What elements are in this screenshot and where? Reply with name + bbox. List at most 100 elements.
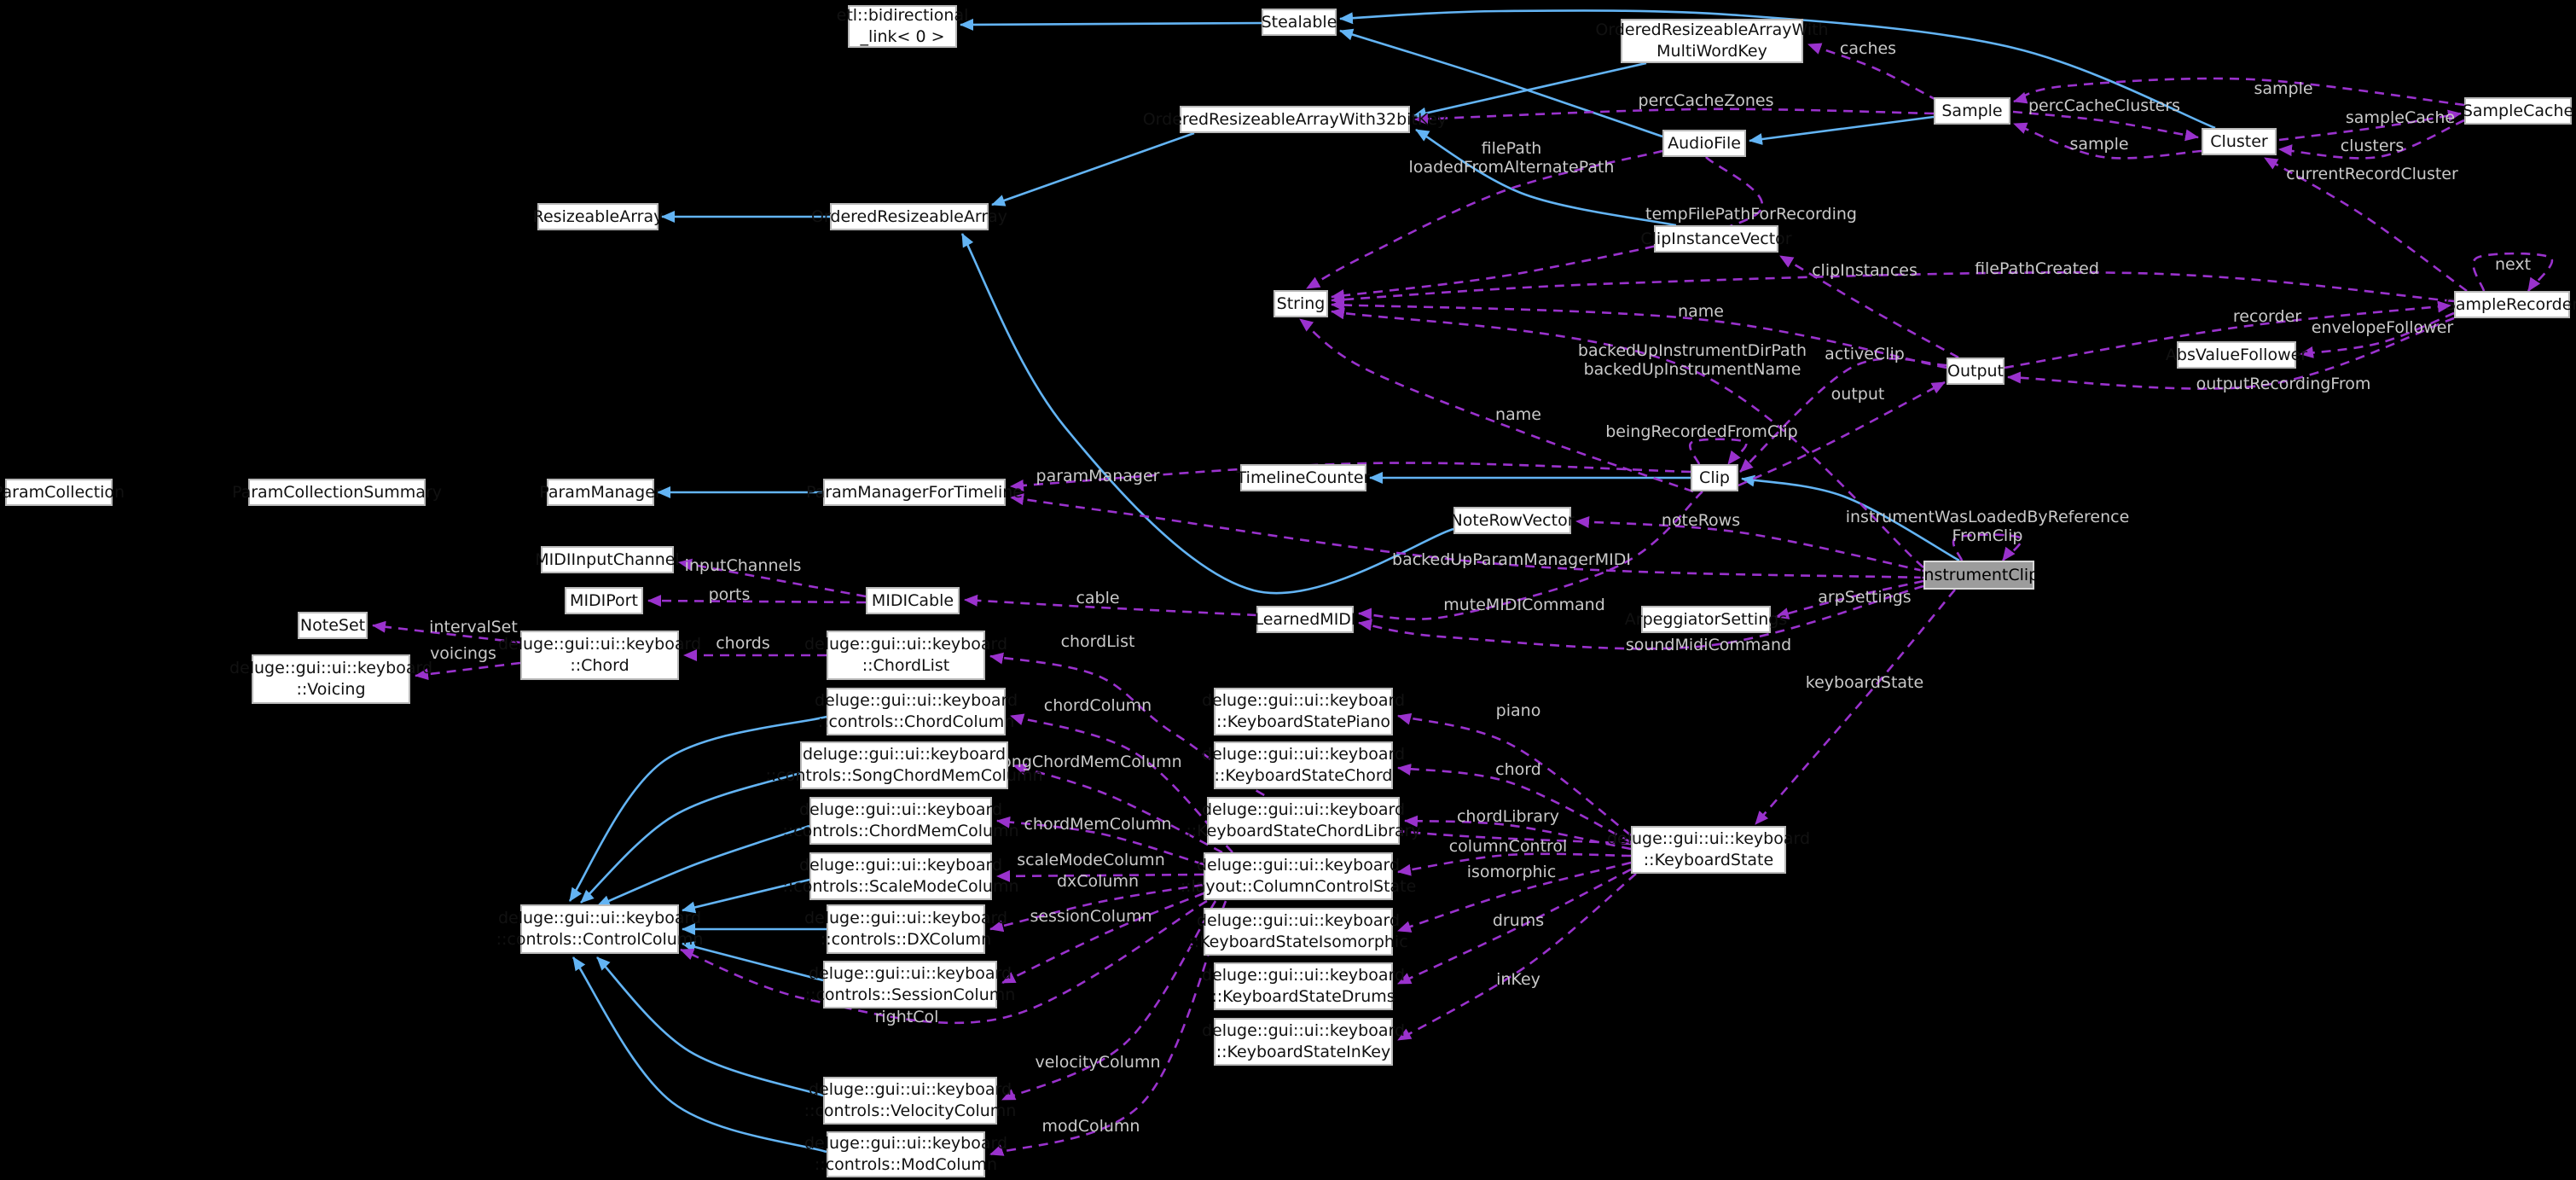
node-output[interactable]: Output [1947, 357, 2005, 385]
usage-edge-leftCol [680, 899, 1208, 1025]
node-resizeablearray[interactable]: ResizeableArray [533, 203, 663, 230]
usage-edge-cable [964, 594, 1257, 617]
node-samplerecorder[interactable]: SampleRecorder [2445, 291, 2576, 318]
node-ksdrums[interactable]: deluge::gui::ui::keyboard ::KeyboardStat… [1202, 962, 1405, 1010]
node-clipinstancevector[interactable]: ClipInstanceVector [1640, 225, 1792, 253]
usage-edge-activeClip [1739, 357, 1947, 473]
node-chordmemcolumn[interactable]: deluge::gui::ui::keyboard ::controls::Ch… [782, 797, 1019, 845]
usage-edge-percCacheZones [1414, 108, 1935, 125]
node-midicable[interactable]: MIDICable [866, 587, 960, 614]
node-chordcolumn[interactable]: deluge::gui::ui::keyboard ::controls::Ch… [815, 688, 1018, 735]
node-string[interactable]: String [1273, 290, 1328, 317]
node-paramcollectionsummary[interactable]: ParamCollectionSummary [232, 479, 442, 506]
edge-label-arpSettings: arpSettings [1818, 588, 1911, 607]
edge-label-currentRecordCluster: currentRecordCluster [2286, 165, 2458, 183]
edge-label-ports: ports [709, 585, 751, 604]
node-noteset[interactable]: NoteSet [298, 612, 368, 639]
node-timelinecounter[interactable]: TimelineCounter [1237, 464, 1370, 491]
node-paramcollection[interactable]: ParamCollection [0, 479, 125, 506]
node-parammanager[interactable]: ParamManager [539, 479, 662, 506]
edge-label-activeClip: activeClip [1825, 345, 1905, 363]
usage-edge-tempFilePathForRecording [1331, 156, 1764, 302]
node-keyboardstate[interactable]: deluge::gui::ui::keyboard ::KeyboardStat… [1607, 826, 1810, 874]
edge-label-chords: chords [716, 634, 770, 653]
usage-edge-outputRecordingFrom [2007, 317, 2455, 390]
inheritance-edge-chordmem-controlcolumn [596, 824, 810, 908]
edge-label-sampleCache: sampleCache [2346, 108, 2455, 127]
usage-edge-voicings [415, 661, 521, 681]
node-cluster[interactable]: Cluster [2202, 128, 2277, 155]
edge-label-scaleModeColumn: scaleModeColumn [1017, 851, 1165, 869]
usage-edge-backedUpParamManagerMIDI [1010, 493, 1924, 579]
edge-label-sample-top: sample [2254, 79, 2312, 98]
usage-edge-ports [647, 595, 867, 607]
node-kspiano[interactable]: deluge::gui::ui::keyboard ::KeyboardStat… [1202, 688, 1405, 735]
node-chord[interactable]: deluge::gui::ui::keyboard ::Chord [498, 631, 701, 680]
edge-label-chordLibrary: chordLibrary [1457, 807, 1559, 826]
node-columncontrolstate[interactable]: deluge::gui::ui::keyboard ::layout::Colu… [1181, 852, 1416, 900]
node-samplecache[interactable]: SampleCache [2463, 97, 2573, 125]
node-songchordmemcolumn[interactable]: deluge::gui::ui::keyboard ::controls::So… [766, 741, 1043, 789]
usage-edge-piano [1397, 712, 1632, 837]
edge-label-noteRows: noteRows [1662, 511, 1740, 530]
edge-label-soundMidiCommand: soundMidiCommand [1626, 636, 1791, 654]
node-clip[interactable]: Clip [1691, 464, 1738, 491]
edge-label-sessionColumn: sessionColumn [1030, 907, 1152, 926]
usage-edge-sampleCache [2278, 109, 2462, 142]
node-chordlist[interactable]: deluge::gui::ui::keyboard ::ChordList [804, 631, 1007, 680]
usage-edge-filePathCreated [1331, 270, 2455, 306]
node-kschord[interactable]: deluge::gui::ui::keyboard ::KeyboardStat… [1202, 741, 1405, 789]
usage-edge-intervalSet [372, 620, 521, 644]
usage-edge-output-member [1738, 381, 1946, 487]
node-parammanagerfortimeline[interactable]: ParamManagerForTimeline [806, 479, 1023, 506]
edge-label-tempFilePathForRecording: tempFilePathForRecording [1645, 205, 1857, 224]
node-noterowvector[interactable]: NoteRowVector [1450, 507, 1575, 534]
node-modcolumn[interactable]: deluge::gui::ui::keyboard ::controls::Mo… [804, 1131, 1007, 1177]
node-orderedresizeablearray[interactable]: OrderedResizeableArray [811, 203, 1007, 230]
inheritance-edge-scalemode-controlcolumn [682, 878, 810, 914]
usage-edge-backedUpInstrument [1331, 307, 1924, 568]
inheritance-edge-multiword-with32bit [1413, 61, 1647, 119]
node-midiinputchannel[interactable]: MIDIInputChannel [535, 546, 680, 573]
usage-edge-sample-top [2013, 77, 2465, 107]
node-stealable[interactable]: Stealable [1262, 9, 1337, 36]
node-midiport[interactable]: MIDIPort [565, 587, 643, 614]
usage-edge-caches [1807, 43, 1939, 102]
edge-label-filePathCreated: filePathCreated [1975, 259, 2099, 278]
usage-edge-chordLibrary [1404, 815, 1632, 851]
usage-edge-isomorphic [1397, 861, 1632, 933]
node-multiword[interactable]: OrderedResizeableArrayWith MultiWordKey [1595, 19, 1829, 63]
usage-edge-instrumentWasLoaded [1952, 533, 2023, 561]
edge-label-name-clip: name [1495, 405, 1541, 424]
node-kschordlibrary[interactable]: deluge::gui::ui::keyboard ::KeyboardStat… [1186, 797, 1421, 845]
edge-label-sample-mid: sample [2069, 135, 2128, 154]
usage-edge-scaleModeColumn [996, 869, 1204, 882]
inheritance-edge-songchordmem-controlcolumn [580, 771, 801, 904]
node-sample[interactable]: Sample [1934, 97, 2010, 125]
node-dxcolumn[interactable]: deluge::gui::ui::keyboard ::controls::DX… [804, 904, 1007, 954]
usage-edge-velocityColumn [1001, 900, 1217, 1102]
node-ksinkey[interactable]: deluge::gui::ui::keyboard ::KeyboardStat… [1202, 1018, 1405, 1066]
edge-label-name-output: name [1678, 302, 1724, 321]
usage-edge-columnControl [1397, 852, 1632, 876]
node-controlcolumn[interactable]: deluge::gui::ui::keyboard ::controls::Co… [496, 904, 703, 954]
node-velocitycolumn[interactable]: deluge::gui::ui::keyboard ::controls::Ve… [804, 1077, 1016, 1125]
usage-edge-percCacheClusters [2012, 110, 2199, 142]
node-with32bit[interactable]: OrderedResizeableArrayWith32bitKey [1143, 106, 1447, 133]
node-etl_link[interactable]: etl::bidirectional _link< 0 > [836, 5, 969, 48]
node-absvaluefollower[interactable]: AbsValueFollower [2166, 341, 2307, 369]
node-arpeggiatorsettings[interactable]: ArpeggiatorSettings [1625, 606, 1787, 633]
edge-label-inputChannels: inputChannels [685, 556, 802, 575]
node-learnedmidi[interactable]: LearnedMIDI [1254, 606, 1356, 633]
node-voicing[interactable]: deluge::gui::ui::keyboard ::Voicing [229, 654, 432, 704]
inheritance-edge-cluster-stealable [1339, 9, 2216, 130]
node-scalemodecolumn[interactable]: deluge::gui::ui::keyboard ::controls::Sc… [783, 852, 1019, 900]
node-instrumentclip: InstrumentClip [1919, 561, 2039, 590]
node-audiofile[interactable]: AudioFile [1662, 130, 1746, 157]
edge-label-paramManager: paramManager [1036, 467, 1160, 485]
node-sessioncolumn[interactable]: deluge::gui::ui::keyboard ::controls::Se… [805, 961, 1015, 1009]
node-ksisomorphic[interactable]: deluge::gui::ui::keyboard ::KeyboardStat… [1188, 908, 1408, 956]
usage-edge-sample-mid [2013, 122, 2202, 160]
edge-label-chordMemColumn: chordMemColumn [1024, 815, 1171, 834]
